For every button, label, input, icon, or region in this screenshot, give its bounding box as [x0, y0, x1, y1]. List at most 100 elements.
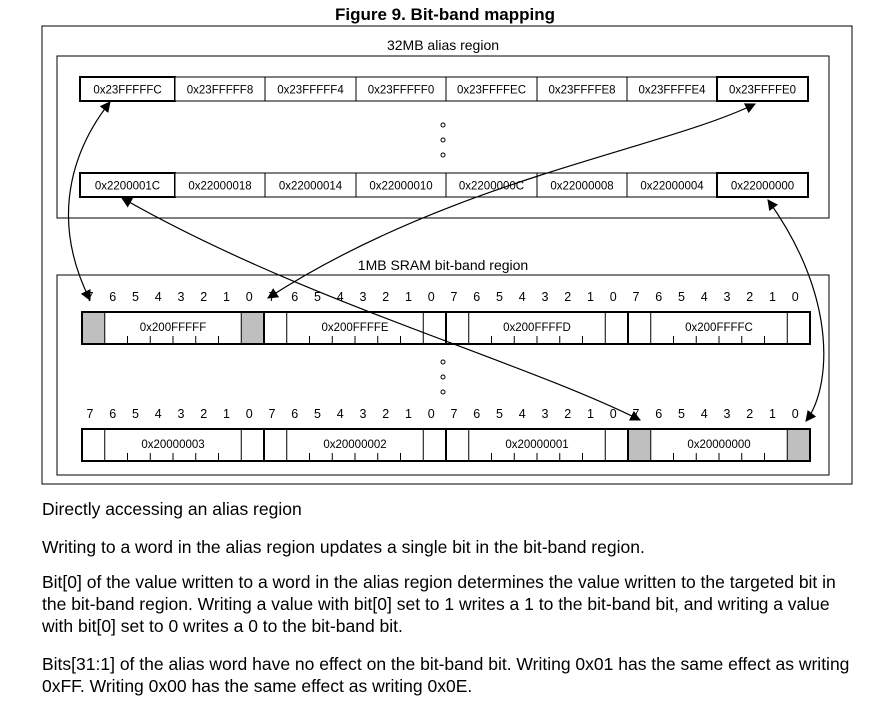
alias-address-label: 0x22000014 — [279, 181, 343, 193]
bit-number: 3 — [178, 290, 185, 304]
sram-region-label: 1MB SRAM bit-band region — [358, 257, 528, 273]
bit-number: 1 — [587, 290, 594, 304]
bit-number: 3 — [724, 407, 731, 421]
highlighted-bit — [628, 429, 651, 461]
byte-address-label: 0x20000001 — [505, 439, 568, 451]
bit-number: 2 — [382, 290, 389, 304]
alias-address-label: 0x22000008 — [550, 181, 613, 193]
bit-number: 0 — [428, 407, 435, 421]
bit-number: 5 — [132, 407, 139, 421]
alias-address-label: 0x23FFFFF4 — [277, 85, 344, 97]
sram-row-bottom: 0x20000003 0x20000002 0x20000001 0x20000000 — [81, 428, 811, 462]
alias-address-label: 0x2200000C — [459, 181, 524, 193]
bit-number: 6 — [473, 407, 480, 421]
bit-number: 3 — [542, 407, 549, 421]
figure-title: Figure 9. Bit-band mapping — [335, 5, 555, 24]
bit-number: 7 — [451, 407, 458, 421]
arrow-2200001C-to-bit7 — [121, 197, 641, 421]
highlighted-bit — [787, 429, 810, 461]
bit-number: 2 — [200, 290, 207, 304]
alias-address-label: 0x23FFFFEC — [457, 85, 526, 97]
bit-number: 4 — [337, 407, 344, 421]
sram-ellipsis — [440, 359, 446, 395]
byte-address-label: 0x200FFFFF — [140, 322, 206, 334]
bit-number: 0 — [428, 290, 435, 304]
bit-number: 2 — [564, 290, 571, 304]
alias-word-cell — [174, 172, 266, 198]
bit-number: 2 — [564, 407, 571, 421]
alias-word-cell — [355, 76, 447, 102]
bit-number: 3 — [542, 290, 549, 304]
bit-number: 7 — [87, 290, 94, 304]
bit-number: 6 — [109, 290, 116, 304]
bit-number: 6 — [291, 407, 298, 421]
bit-number: 0 — [792, 407, 799, 421]
bit-number: 6 — [291, 290, 298, 304]
bit-number: 4 — [701, 407, 708, 421]
alias-address-label: 0x23FFFFFC — [93, 85, 161, 97]
bit-number: 3 — [360, 407, 367, 421]
bit-number: 0 — [610, 290, 617, 304]
paragraph-alias-write: Writing to a word in the alias region up… — [42, 537, 645, 557]
bit-number: 5 — [132, 290, 139, 304]
byte-address-label: 0x20000003 — [141, 439, 204, 451]
bit-number: 4 — [519, 407, 526, 421]
heading-direct-access: Directly accessing an alias region — [42, 499, 302, 519]
alias-word-cell — [445, 76, 538, 102]
bit-number: 2 — [382, 407, 389, 421]
bit-number: 6 — [655, 407, 662, 421]
bit-number: 1 — [223, 290, 230, 304]
alias-address-label: 0x23FFFFF8 — [187, 85, 253, 97]
bit-number: 1 — [223, 407, 230, 421]
bit-number: 7 — [451, 290, 458, 304]
alias-address-label: 0x22000010 — [369, 181, 432, 193]
bit-number: 4 — [155, 290, 162, 304]
byte-address-label: 0x20000000 — [687, 439, 750, 451]
bit-number: 5 — [496, 407, 503, 421]
alias-address-label: 0x23FFFFE4 — [638, 85, 706, 97]
bit-number: 5 — [496, 290, 503, 304]
bit-number: 6 — [473, 290, 480, 304]
paragraph-bit0: Bit[0] of the value written to a word in… — [42, 572, 836, 636]
bit-number: 4 — [701, 290, 708, 304]
bit-number: 4 — [519, 290, 526, 304]
bit-number: 1 — [769, 290, 776, 304]
bit-number: 1 — [405, 290, 412, 304]
alias-row-bottom: 0x2200001C 0x22000018 0x22000014 0x22000010… — [79, 172, 809, 198]
byte-address-label: 0x200FFFFE — [321, 322, 388, 334]
arrow-22000000-to-bit0 — [767, 199, 825, 422]
alias-word-cell — [716, 76, 809, 102]
alias-address-label: 0x22000004 — [640, 181, 704, 193]
alias-address-label: 0x23FFFFE0 — [729, 85, 796, 97]
alias-region-label: 32MB alias region — [387, 37, 499, 53]
alias-address-label: 0x22000000 — [731, 181, 794, 193]
bit-number: 7 — [87, 407, 94, 421]
alias-ellipsis — [440, 122, 446, 158]
alias-address-label: 0x2200001C — [95, 181, 160, 193]
alias-address-label: 0x23FFFFF0 — [368, 85, 434, 97]
bit-number: 3 — [724, 290, 731, 304]
byte-address-label: 0x20000002 — [323, 439, 386, 451]
bit-number: 5 — [678, 407, 685, 421]
alias-word-cell — [626, 76, 718, 102]
arrow-23FFFFFC-to-bit7 — [68, 101, 111, 301]
bit-number: 6 — [109, 407, 116, 421]
bit-number: 1 — [405, 407, 412, 421]
bit-number: 6 — [655, 290, 662, 304]
alias-word-cell — [264, 76, 357, 102]
bit-number: 1 — [587, 407, 594, 421]
figure-frame — [41, 25, 853, 485]
bit-number: 2 — [746, 407, 753, 421]
bit-number: 3 — [178, 407, 185, 421]
bit-number: 0 — [792, 290, 799, 304]
bit-number: 1 — [769, 407, 776, 421]
bit-number: 3 — [360, 290, 367, 304]
highlighted-bit — [82, 312, 105, 344]
bit-number: 2 — [200, 407, 207, 421]
alias-address-label: 0x22000018 — [188, 181, 251, 193]
bit-number: 4 — [337, 290, 344, 304]
alias-address-label: 0x23FFFFE8 — [548, 85, 615, 97]
